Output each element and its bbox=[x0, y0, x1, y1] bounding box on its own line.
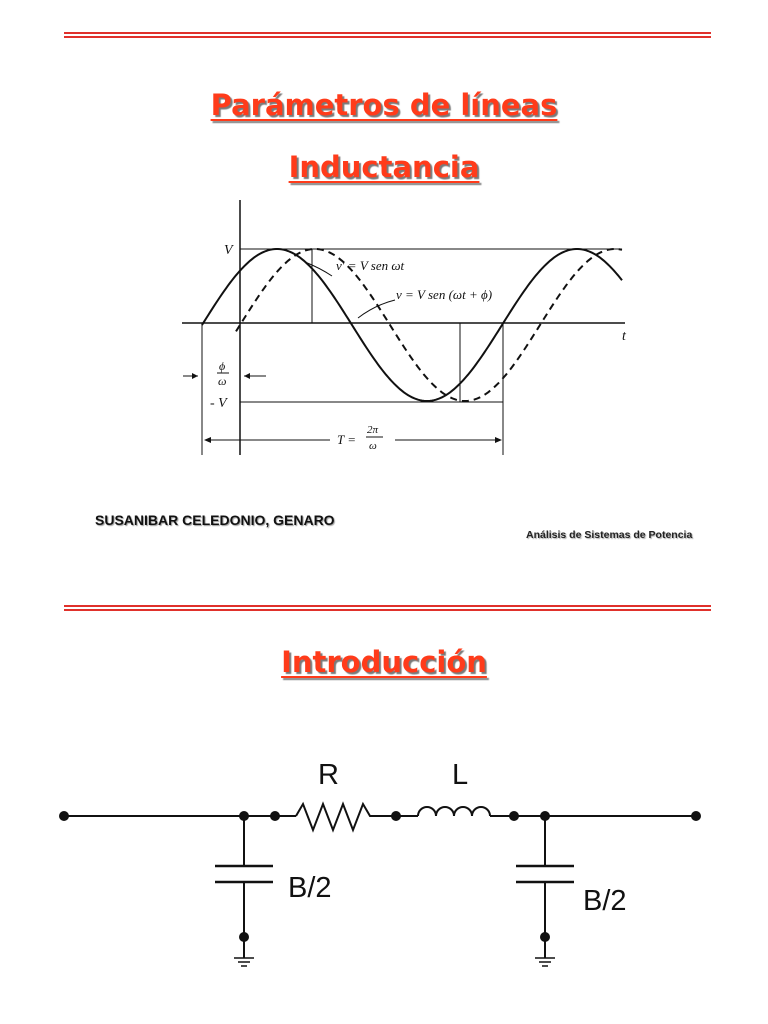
leader-1 bbox=[304, 261, 333, 277]
node bbox=[270, 811, 280, 821]
node bbox=[691, 811, 701, 821]
capacitor-left-label: B/2 bbox=[288, 872, 332, 904]
period-numerator: 2π bbox=[367, 424, 379, 436]
node bbox=[391, 811, 401, 821]
label-neg-v: - V bbox=[210, 396, 228, 411]
node bbox=[59, 811, 69, 821]
node bbox=[540, 811, 550, 821]
node bbox=[540, 932, 550, 942]
leader-2 bbox=[357, 299, 396, 319]
sine-phase-figure: V - V t v' = V sen ωt v = V sen (ωt + ϕ)… bbox=[182, 200, 627, 455]
top-rule-1 bbox=[64, 32, 711, 38]
phase-denominator: ω bbox=[218, 374, 226, 388]
node bbox=[239, 811, 249, 821]
top-rule-2 bbox=[64, 605, 711, 611]
label-v: V bbox=[224, 243, 234, 258]
label-t: t bbox=[622, 329, 627, 344]
resistor-symbol bbox=[295, 801, 396, 833]
wave-v-prime bbox=[235, 248, 623, 402]
node bbox=[239, 932, 249, 942]
capacitor-right-label: B/2 bbox=[583, 885, 627, 917]
slide-title-2: Introducción bbox=[281, 645, 487, 679]
wave-v bbox=[201, 248, 623, 402]
period-denominator: ω bbox=[369, 440, 377, 452]
resistor-label: R bbox=[318, 759, 339, 791]
equation-v: v = V sen (ωt + ϕ) bbox=[396, 287, 492, 302]
phase-numerator: ϕ bbox=[219, 359, 225, 373]
slide-title: Parámetros de líneas bbox=[210, 88, 558, 122]
inductor-label: L bbox=[452, 759, 468, 791]
course-name: Análisis de Sistemas de Potencia bbox=[526, 529, 693, 541]
slide-subtitle: Inductancia bbox=[288, 150, 480, 184]
inductor-symbol bbox=[417, 806, 491, 817]
period-label: T = bbox=[337, 432, 356, 447]
author-name: SUSANIBAR CELEDONIO, GENARO bbox=[95, 512, 335, 528]
node bbox=[509, 811, 519, 821]
equation-v-prime: v' = V sen ωt bbox=[336, 258, 405, 273]
